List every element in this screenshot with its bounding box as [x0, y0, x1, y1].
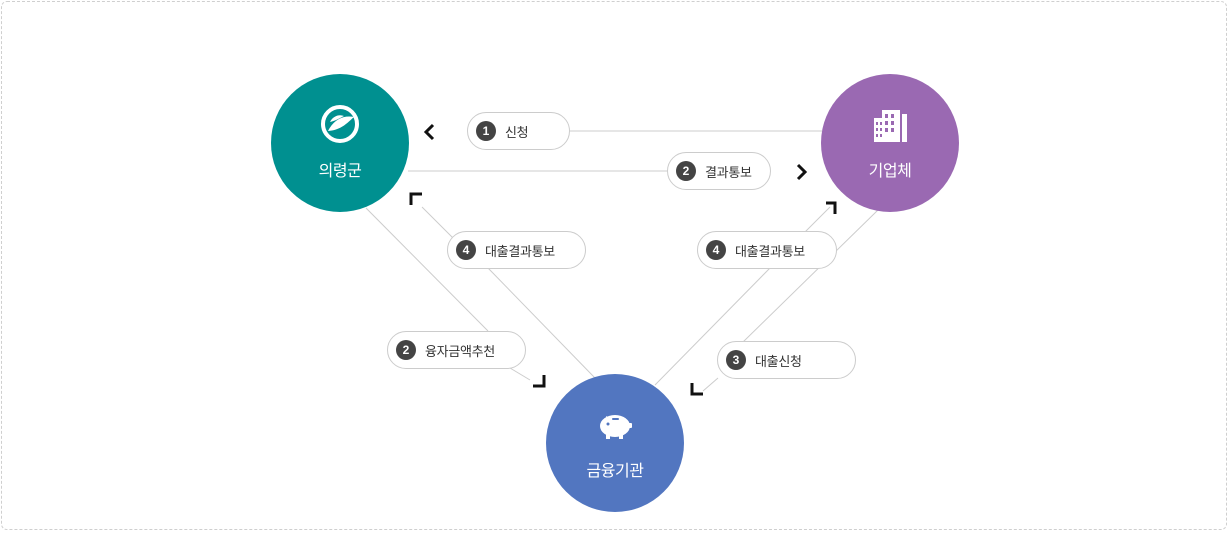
step-label: 융자금액추천: [425, 344, 495, 360]
line-county-bank-outer2: [509, 367, 531, 381]
line-county-bank-inner2: [487, 267, 596, 379]
line-county-bank-outer: [365, 207, 489, 332]
step-number-badge: 2: [676, 161, 696, 181]
step-loan-apply: 3 대출신청: [717, 341, 856, 379]
step-label: 대출결과통보: [485, 244, 555, 260]
step-label: 신청: [505, 125, 529, 141]
line-bank-company-outer: [741, 209, 879, 344]
step-loan-result-notice-right: 4 대출결과통보: [697, 231, 837, 269]
arrow-up-right-icon: [826, 201, 837, 214]
step-label: 결과통보: [705, 165, 752, 181]
piggy-bank-icon: [546, 404, 684, 444]
county-logo-icon: [271, 104, 409, 144]
step-result-notice: 2 결과통보: [667, 152, 771, 190]
node-county-label: 의령군: [318, 161, 362, 180]
node-bank-label: 금융기관: [586, 461, 644, 480]
arrow-right-icon: [796, 163, 808, 181]
arrow-down-left-icon: [690, 383, 703, 396]
node-county: 의령군: [271, 74, 409, 212]
step-label: 대출결과통보: [735, 244, 805, 260]
node-bank: 금융기관: [546, 374, 684, 512]
step-apply: 1 신청: [467, 112, 570, 150]
node-company: 기업체: [821, 74, 959, 212]
node-company-label: 기업체: [868, 161, 912, 180]
line-county-bank-inner: [421, 206, 456, 241]
step-number-badge: 2: [396, 340, 416, 360]
arrow-down-right-icon: [533, 375, 546, 388]
building-icon: [821, 104, 959, 144]
line-bank-company-inner2: [804, 206, 831, 233]
step-number-badge: 4: [456, 240, 476, 260]
arrow-up-left-icon: [409, 192, 422, 205]
step-loan-amount-recommend: 2 융자금액추천: [387, 331, 526, 369]
step-loan-result-notice-left: 4 대출결과통보: [447, 231, 586, 269]
line-bank-company-inner: [654, 267, 771, 386]
step-label: 대출신청: [755, 354, 802, 370]
step-number-badge: 3: [726, 350, 746, 370]
line-bank-company-outer2: [702, 377, 719, 392]
step-number-badge: 1: [476, 121, 496, 141]
step-number-badge: 4: [706, 240, 726, 260]
arrow-left-icon: [423, 123, 435, 141]
